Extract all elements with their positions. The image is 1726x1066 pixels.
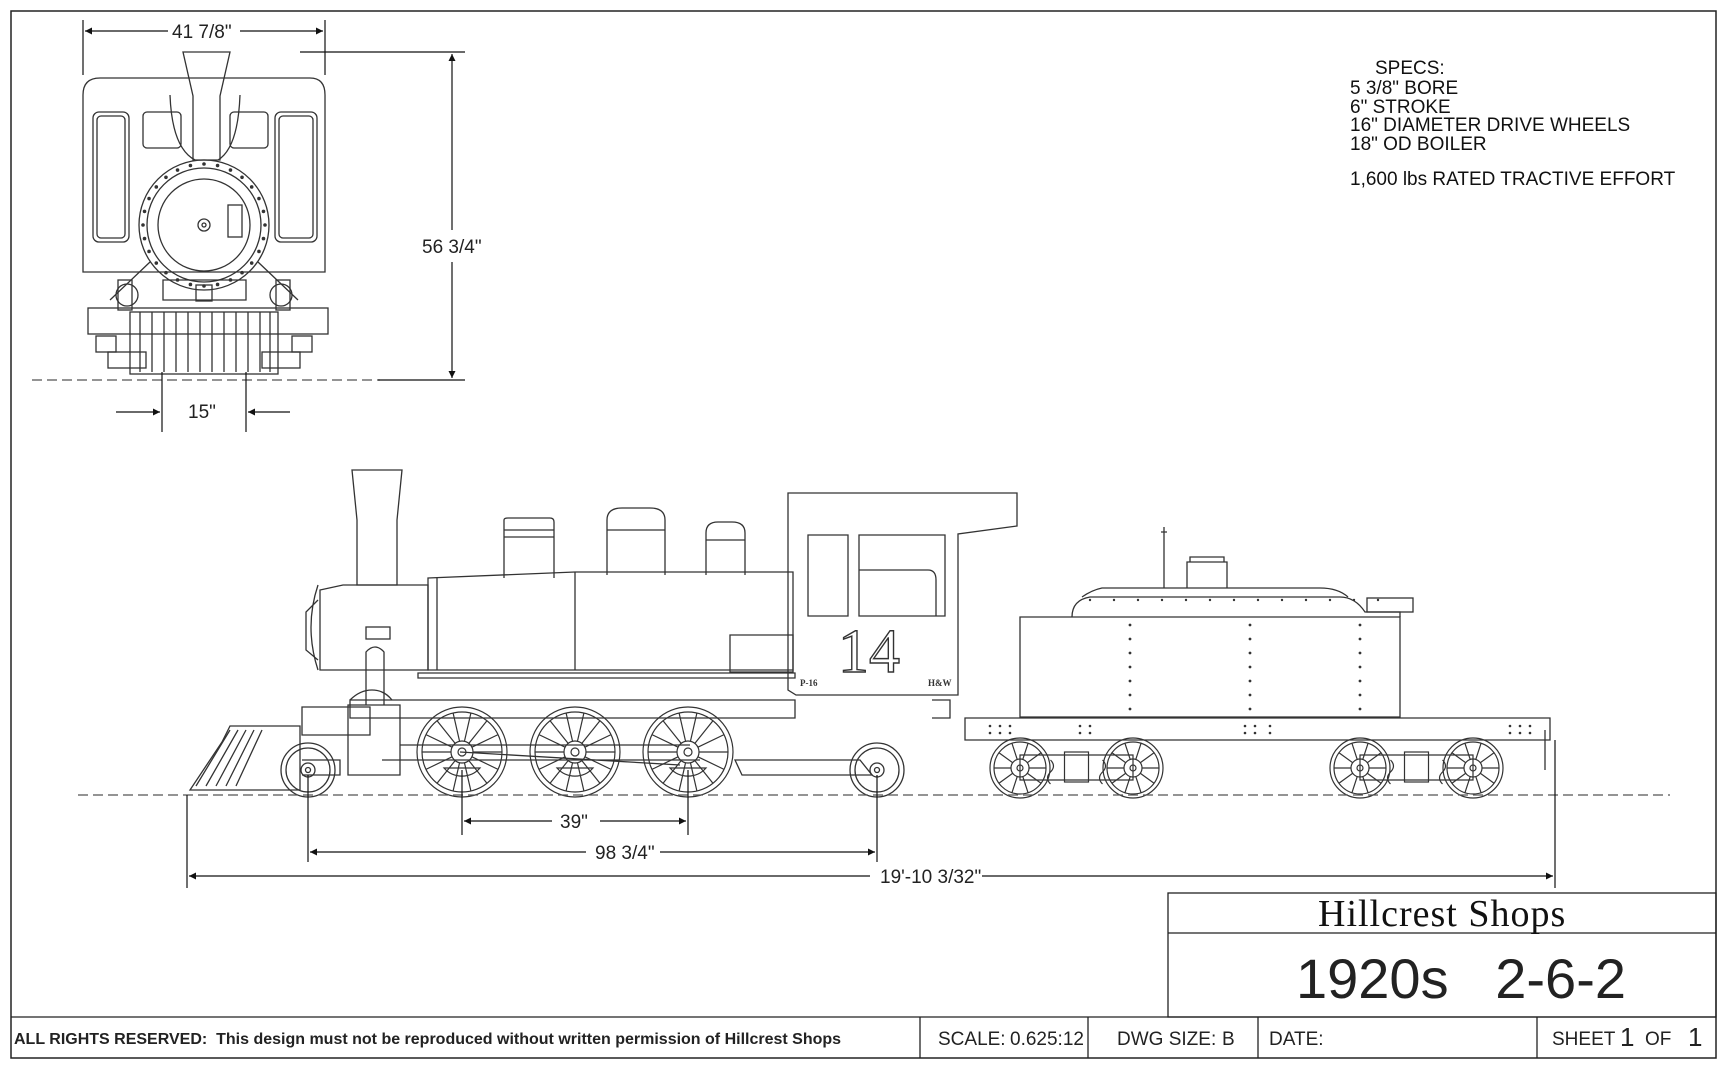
of-label: OF	[1645, 1029, 1671, 1050]
tender-rivets	[988, 598, 1532, 735]
tender-trucks	[989, 737, 1504, 799]
gauge-dimension	[116, 372, 290, 432]
rights-notice: ALL RIGHTS RESERVED: This design must no…	[14, 1031, 841, 1048]
front-width-dimension	[82, 20, 326, 75]
wheelbase-dimension	[307, 775, 878, 862]
tender-tank	[1019, 616, 1401, 718]
spec-line-4: 18" OD BOILER	[1350, 134, 1487, 155]
smokebox-front	[310, 584, 319, 671]
wheelbase-label: 98 3/4"	[595, 843, 655, 864]
scale-value: 0.625:12	[1010, 1029, 1084, 1050]
overall-length-dimension	[186, 740, 1556, 888]
locomotive-side-view: 14 P-16 H&W	[188, 469, 1018, 791]
spec-line-3: 16" DIAMETER DRIVE WHEELS	[1350, 115, 1630, 136]
tender-vent	[1161, 527, 1167, 588]
road-initials: H&W	[928, 678, 952, 688]
rods	[382, 744, 700, 766]
driver-spacing-dimension	[461, 770, 689, 835]
front-height-label: 56 3/4"	[422, 237, 482, 258]
boiler	[427, 571, 794, 671]
sheet-label: SHEET	[1552, 1029, 1616, 1050]
gauge-label: 15"	[188, 402, 216, 423]
scale-label: SCALE:	[938, 1029, 1006, 1050]
driver-spacing-label: 39"	[560, 812, 588, 833]
frame	[349, 699, 796, 719]
sheet-border	[10, 10, 1717, 1059]
front-height-dimension	[300, 51, 465, 381]
cab-window-right	[858, 534, 946, 617]
smokestack	[351, 469, 403, 586]
tender-side-view	[964, 527, 1551, 770]
sheet-number: 1	[1620, 1022, 1634, 1052]
pilot	[188, 725, 301, 791]
cab-window-left	[807, 534, 849, 617]
class-label: P-16	[800, 678, 818, 688]
dwg-size-label: DWG SIZE:	[1117, 1029, 1216, 1050]
spec-tractive-effort: 1,600 lbs RATED TRACTIVE EFFORT	[1350, 169, 1676, 190]
running-board	[417, 672, 796, 679]
title-block	[11, 892, 1717, 1058]
cab-number: 14	[838, 618, 900, 686]
firebox	[729, 634, 794, 673]
cylinder	[347, 704, 401, 776]
front-width-label: 41 7/8"	[172, 22, 232, 43]
spec-line-2: 6" STROKE	[1350, 97, 1451, 118]
specs-block: SPECS: 5 3/8" BORE 6" STROKE 16" DIAMETE…	[1350, 58, 1676, 190]
steam-dome-2	[705, 521, 746, 575]
boiler-bands	[436, 572, 576, 670]
date-label: DATE:	[1269, 1029, 1324, 1050]
tender-deck-step	[932, 699, 951, 719]
sheet-total: 1	[1688, 1022, 1702, 1052]
tender-frame	[964, 717, 1551, 741]
sand-dome	[606, 507, 666, 575]
tender-hatch	[1186, 561, 1228, 588]
cab	[787, 492, 1018, 696]
steam-dome-1	[503, 517, 555, 578]
front-view	[82, 51, 329, 375]
overall-length-label: 19'-10 3/32"	[880, 867, 981, 888]
drawing-title: 1920s 2-6-2	[1296, 947, 1626, 1010]
front-boiler-rivets	[141, 162, 267, 288]
spec-line-1: 5 3/8" BORE	[1350, 78, 1458, 99]
company-name: Hillcrest Shops	[1318, 893, 1566, 935]
dwg-size-value: B	[1222, 1029, 1235, 1050]
headlight	[305, 599, 319, 661]
specs-heading: SPECS:	[1375, 58, 1445, 79]
